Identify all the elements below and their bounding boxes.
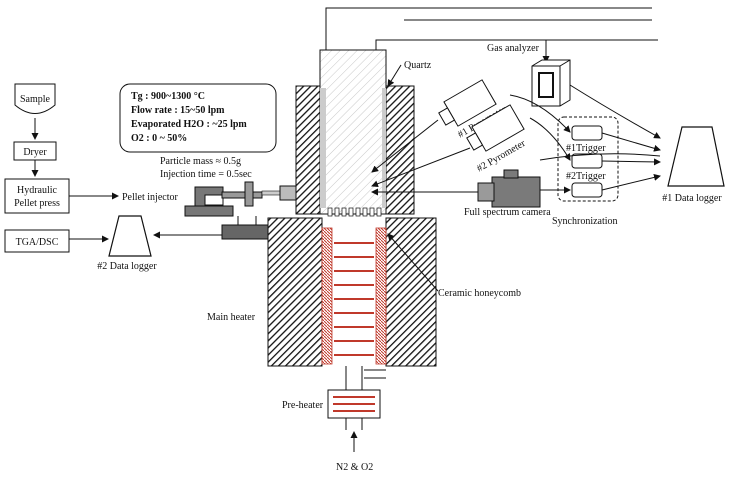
injection-time-label: Injection time = 0.5sec	[160, 169, 252, 180]
camera-label: Full spectrum camera	[464, 207, 551, 218]
tga-dsc-label: TGA/DSC	[16, 237, 59, 248]
trigger-mid: #2Trigger	[566, 153, 606, 182]
trigger-2	[571, 182, 603, 198]
main-heater-right	[385, 217, 437, 367]
sample-label: Sample	[20, 94, 51, 105]
upper-heater-left	[295, 85, 321, 215]
exhaust-pipe-1	[325, 7, 652, 50]
synchronization-box	[557, 116, 619, 202]
full-spectrum-camera	[477, 169, 541, 208]
pellet-injector-label: Pellet injector	[122, 192, 178, 203]
quartz-label: Quartz	[404, 60, 432, 71]
hydraulic-press-box: Hydraulic Pellet press	[4, 178, 70, 214]
data-logger-1: #1 Data logger	[662, 126, 725, 204]
data-logger-2: #2 Data logger	[97, 215, 157, 272]
heater-element-right	[375, 227, 387, 365]
hydraulic-label-2: Pellet press	[14, 198, 60, 209]
pre-heater-label: Pre-heater	[282, 400, 324, 411]
dryer-box: Dryer	[13, 141, 57, 161]
exhaust-pipe-2	[375, 39, 658, 50]
trigger-1: #1Trigger	[566, 125, 606, 154]
data-logger-2-label: #2 Data logger	[97, 261, 157, 272]
condition-evaporated-h2o: Evaporated H2O : ~25 lpm	[131, 119, 247, 130]
pre-heater	[327, 366, 386, 430]
synchronization-label: Synchronization	[552, 216, 618, 227]
trigger-2-label: #2Trigger	[566, 171, 606, 182]
condition-tg: Tg : 900~1300 °C	[131, 91, 205, 102]
condition-flow-rate: Flow rate : 15~50 lpm	[131, 105, 225, 116]
condition-o2: O2 : 0 ~ 50%	[131, 133, 187, 144]
conditions-box: Tg : 900~1300 °C Flow rate : 15~50 lpm E…	[119, 83, 277, 153]
dryer-label: Dryer	[23, 147, 47, 158]
hydraulic-label-1: Hydraulic	[17, 185, 58, 196]
gas-analyzer-label: Gas analyzer	[487, 43, 540, 54]
main-heater-label: Main heater	[207, 312, 256, 323]
data-logger-1-label: #1 Data logger	[662, 193, 722, 204]
ceramic-honeycomb-label: Ceramic honeycomb	[438, 288, 521, 299]
n2-o2-label: N2 & O2	[336, 462, 373, 473]
tga-dsc-box: TGA/DSC	[4, 229, 70, 253]
particle-mass-label: Particle mass ≈ 0.5g	[160, 156, 241, 167]
sample-node: Sample	[14, 83, 56, 114]
heater-coils	[334, 242, 374, 356]
gas-analyzer	[531, 59, 571, 107]
quartz-tube	[319, 49, 387, 215]
heater-element-left	[321, 227, 333, 365]
trigger-1-label: #1Trigger	[566, 143, 606, 154]
main-heater-left	[267, 217, 323, 367]
honeycomb-cells	[327, 207, 382, 217]
